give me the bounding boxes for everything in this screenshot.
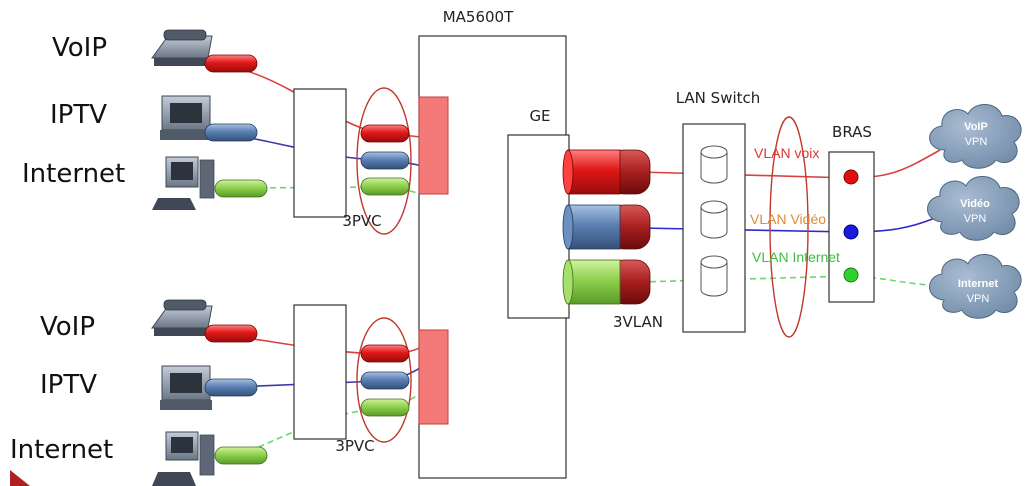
service-label-bottom-voip: VoIP: [40, 312, 95, 342]
bras-port-video: [843, 224, 859, 240]
splitter-box-bottom: [293, 304, 347, 440]
lan-switch-box: [682, 123, 746, 333]
cloud-voip-vpn: VoIP VPN: [929, 104, 1022, 169]
cable-top-iptv: [204, 123, 258, 142]
pvc-cylinders-bottom: [360, 344, 410, 417]
ge-board: [507, 134, 570, 319]
cloud-video-vpn: Vidéo VPN: [927, 176, 1020, 241]
cloud-video-line2: VPN: [964, 213, 987, 225]
service-label-bottom-iptv: IPTV: [40, 370, 97, 400]
lan-switch-title: LAN Switch: [676, 89, 761, 107]
cloud-voip-line1: VoIP: [964, 121, 988, 133]
splitter-box-top: [293, 88, 347, 218]
cable-bottom-voip: [204, 324, 258, 343]
phone-icon: [151, 29, 213, 66]
vlan-label-video: VLAN Vidéo: [750, 211, 826, 227]
bras-port-internet: [843, 267, 859, 283]
pvc-ellipse-top: [356, 87, 412, 235]
ma5600t: MA5600T GE: [418, 8, 570, 479]
bras: BRAS: [828, 123, 875, 303]
pon-board-top: [418, 96, 449, 195]
cloud-internet-line1: Internet: [958, 278, 999, 290]
pvc-ellipse-bottom: [356, 317, 412, 443]
cable-top-internet: [214, 179, 268, 198]
bras-port-voice: [843, 169, 859, 185]
bras-title: BRAS: [832, 123, 872, 141]
computer-icon: [152, 156, 215, 210]
service-label-top-iptv: IPTV: [50, 100, 107, 130]
vlan-label-internet: VLAN Internet: [752, 249, 840, 265]
pon-board-bottom: [418, 329, 449, 425]
lan-switch-port-1: [700, 145, 728, 184]
ge-label: GE: [529, 107, 550, 125]
vlan-ellipse: [769, 116, 809, 338]
cable-bottom-internet: [214, 446, 268, 465]
cable-top-voip: [204, 54, 258, 73]
cloud-voip-line2: VPN: [965, 136, 988, 148]
cloud-video-line1: Vidéo: [960, 198, 990, 210]
vlan-bundle: [562, 149, 651, 305]
ma5600t-title: MA5600T: [443, 8, 514, 26]
set-top-box-icon: [160, 365, 212, 410]
service-label-top-voip: VoIP: [52, 33, 107, 63]
service-label-bottom-internet: Internet: [10, 435, 113, 465]
cloud-internet-vpn: Internet VPN: [929, 254, 1022, 319]
cable-bottom-iptv: [204, 378, 258, 397]
pvc-cylinders-top: [360, 124, 410, 196]
pvc-label-top: 3PVC: [342, 212, 381, 230]
computer-icon: [152, 431, 215, 486]
lan-switch-port-2: [700, 200, 728, 239]
corner-accent: [10, 470, 30, 486]
service-label-top-internet: Internet: [22, 159, 125, 189]
vlan-label-voice: VLAN voix: [754, 145, 819, 161]
lan-switch-port-3: [700, 255, 728, 297]
pvc-label-bottom: 3PVC: [335, 437, 374, 455]
phone-icon: [151, 299, 213, 336]
set-top-box-icon: [160, 95, 212, 140]
cloud-internet-line2: VPN: [967, 293, 990, 305]
vlan-bundle-label: 3VLAN: [613, 313, 663, 331]
lan-switch: LAN Switch: [676, 89, 761, 333]
